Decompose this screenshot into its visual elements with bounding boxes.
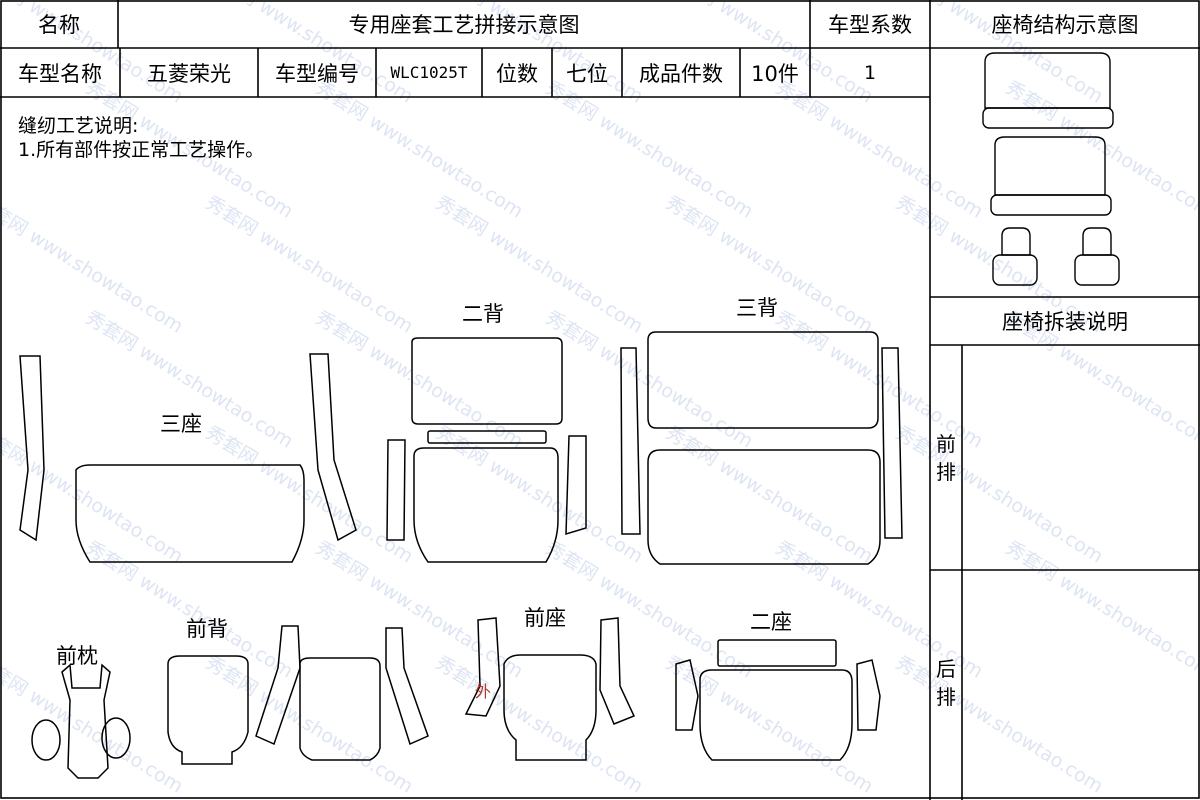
model-code-label: 车型编号 — [275, 61, 359, 86]
front-row-label: 前排 — [936, 432, 956, 484]
label-front-seat: 前座 — [524, 606, 566, 630]
name-label: 名称 — [38, 13, 80, 37]
pieces-label: 成品件数 — [639, 61, 723, 86]
label-three-back: 三背 — [736, 296, 778, 320]
structure-label: 座椅结构示意图 — [991, 13, 1139, 37]
model-name-value: 五菱荣光 — [147, 61, 231, 86]
label-two-seat: 二座 — [750, 610, 792, 634]
notes-line-1: 1.所有部件按正常工艺操作。 — [18, 139, 265, 161]
pattern-pieces — [19, 331, 903, 779]
label-three-seat: 三座 — [160, 412, 202, 436]
coef-value: 1 — [863, 61, 877, 84]
install-label: 座椅拆装说明 — [1002, 310, 1128, 334]
notes-heading: 缝纫工艺说明: — [18, 115, 139, 137]
label-outer-mark: 外 — [475, 682, 492, 701]
page-title: 专用座套工艺拼接示意图 — [348, 13, 580, 37]
seats-value: 七位 — [566, 61, 608, 86]
label-front-headrest: 前枕 — [56, 644, 98, 668]
label-front-back: 前背 — [186, 617, 228, 641]
seats-label: 位数 — [496, 61, 538, 86]
sewing-notes: 缝纫工艺说明: 1.所有部件按正常工艺操作。 — [18, 114, 264, 162]
label-two-back: 二背 — [462, 302, 504, 326]
seat-structure-sketch — [982, 52, 1120, 286]
model-code-value: WLC1025T — [390, 63, 468, 82]
coef-label: 车型系数 — [828, 13, 912, 37]
rear-row-label: 后排 — [936, 657, 956, 709]
model-name-label: 车型名称 — [18, 61, 102, 86]
pieces-value: 10件 — [751, 61, 799, 86]
